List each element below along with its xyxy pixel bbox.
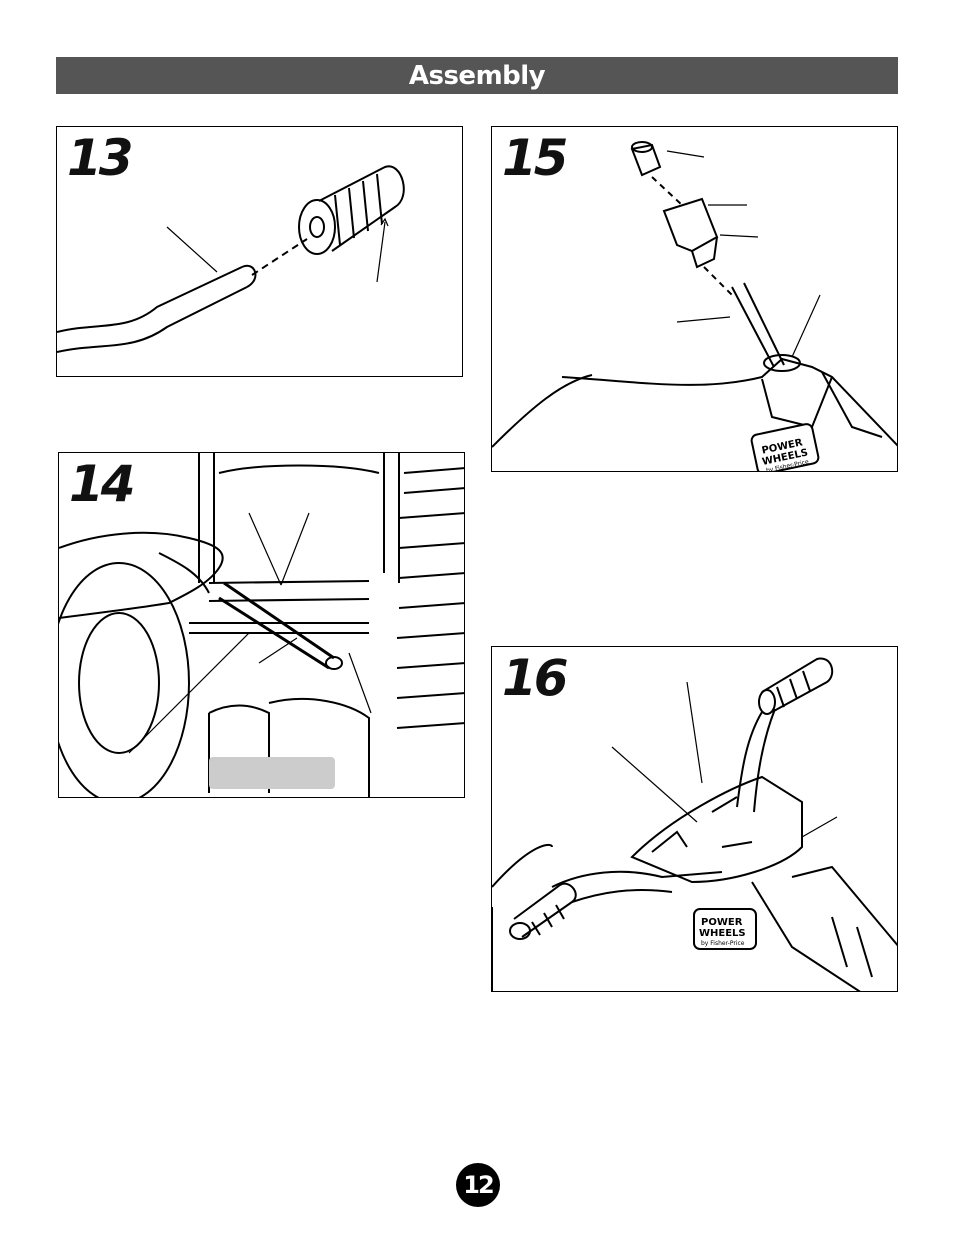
step-number: 15 [502,129,569,187]
logo-text-wheels: WHEELS [699,928,746,939]
step-13-panel: 13 [56,126,463,377]
power-wheels-logo: POWER WHEELS by Fisher-Price [693,908,757,950]
step-14-panel: 14 [58,452,465,798]
label-placeholder-box [209,757,335,789]
step-number: 16 [502,649,569,707]
handlebar-cover-illustration: POWER WHEELS by Fisher-Price [492,657,897,991]
section-title: Assembly [408,60,546,91]
step-number: 13 [67,129,134,187]
handlebar-grip-illustration [57,165,405,353]
power-wheels-logo: POWER WHEELS by Fisher-Price [750,423,820,471]
steering-column-illustration: POWER WHEELS by Fisher-Price [492,141,897,471]
page-number: 12 [463,1171,494,1199]
section-header: Assembly [56,57,898,94]
logo-text-power: POWER [701,917,743,928]
step-16-panel: 16 POWER WHEELS by Fishe [491,646,898,992]
page-number-badge: 12 [456,1163,500,1207]
step-number: 14 [69,455,136,513]
logo-text-fisher-price: by Fisher-Price [701,940,745,947]
step-15-panel: 15 POWER WHEELS by Fisher-Price [491,126,898,472]
axle-insertion-illustration [59,453,464,797]
